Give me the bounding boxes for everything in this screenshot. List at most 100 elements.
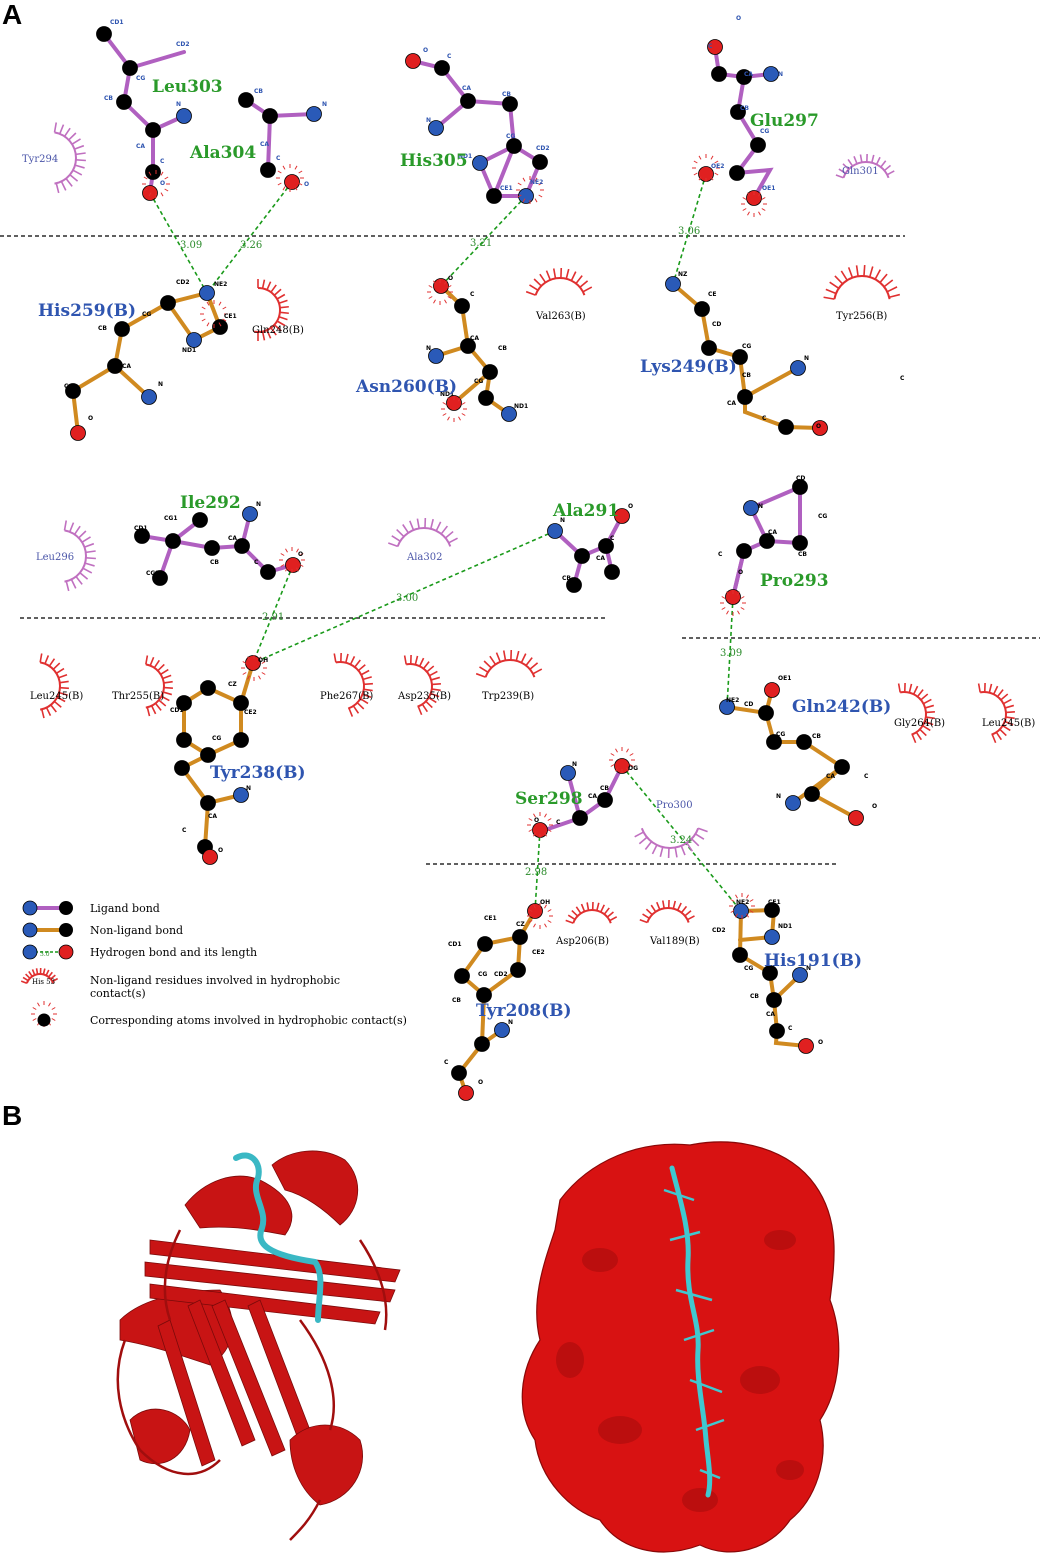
svg-text:O: O — [628, 503, 633, 510]
hydrophobic-lash — [431, 688, 441, 692]
hydrophobic-lash — [444, 280, 447, 285]
hydrophobic-lash — [461, 413, 466, 416]
svg-text:N: N — [256, 501, 261, 508]
svg-text:ND1: ND1 — [778, 923, 792, 930]
hydrophobic-lash — [726, 610, 729, 615]
hydrophobic-lash — [1003, 698, 1012, 705]
hydrophobic-lash — [746, 913, 749, 918]
hydrophobic-lash — [247, 675, 250, 680]
hydrophobic-lash — [65, 581, 70, 592]
svg-text:NE2: NE2 — [530, 179, 543, 186]
hydrophobic-lash — [746, 894, 749, 899]
hydrophobic-lash — [529, 284, 539, 291]
hydrophobic-lash — [650, 904, 657, 913]
hydrophobic-lash — [825, 288, 837, 295]
hydrophobic-lash — [853, 156, 858, 165]
svg-text:CD1: CD1 — [134, 525, 148, 532]
hydrophobic-lash — [428, 696, 437, 704]
hydrophobic-lash — [977, 683, 981, 693]
hydrophobic-lash — [567, 914, 576, 921]
svg-text:CB: CB — [742, 372, 751, 379]
svg-text:ND1: ND1 — [182, 347, 196, 354]
atoms — [65, 26, 864, 1101]
svg-text:contact(s): contact(s) — [90, 987, 146, 1000]
hydrophobic-lash — [533, 813, 536, 818]
hydrophobic-lash — [391, 535, 401, 542]
hydrophobic-lash — [714, 160, 719, 164]
hydrophobic-lash — [273, 288, 282, 296]
hydrophobic-lash — [874, 269, 882, 280]
hydrophobic-lash — [278, 299, 288, 304]
legend-nonligand-bond: Non-ligand bond — [90, 924, 183, 937]
hydrophobic-arc — [145, 663, 165, 709]
hydrophobic-lash — [517, 194, 522, 198]
hydrophobic-lash — [279, 311, 289, 315]
hydrophobic-lash — [164, 176, 169, 180]
hydrophobic-lash — [356, 702, 365, 710]
hydrophobic-lash — [924, 720, 934, 726]
hydrophobic-lash — [47, 971, 53, 978]
hydrophobic-lash — [285, 567, 288, 572]
hydrophobic-lash — [440, 525, 449, 535]
svg-text:Tyr256(B): Tyr256(B) — [836, 311, 887, 322]
svg-text:CD1: CD1 — [110, 19, 124, 26]
hydrophobic-lash — [886, 286, 898, 293]
hydrophobic-lash — [742, 197, 747, 200]
hydrophobic-arc — [406, 663, 433, 708]
svg-text:O: O — [448, 275, 453, 282]
hydrophobic-lash — [539, 273, 547, 283]
hydrophobic-lash — [749, 910, 754, 913]
svg-text:O: O — [160, 180, 165, 187]
hydrophobic-lash — [20, 980, 28, 984]
hydrophobic-lash — [698, 176, 702, 181]
hydrophobic-lash — [396, 529, 405, 538]
svg-text:N: N — [778, 71, 783, 78]
hydrophobic-lash — [644, 841, 653, 851]
svg-text:3.21: 3.21 — [470, 238, 492, 249]
hydrophobic-lash — [349, 655, 356, 665]
hydrophobic-lash — [85, 557, 96, 560]
svg-text:O: O — [736, 15, 741, 22]
hydrophobic-lash — [333, 653, 337, 663]
hydrophobic-lash — [58, 124, 65, 135]
hydrophobic-lash — [242, 672, 247, 675]
hydrophobic-lash — [544, 923, 547, 928]
hydrophobic-lash — [615, 748, 618, 753]
hydrophobic-arc — [25, 973, 55, 984]
peptide-sticks — [669, 1165, 713, 1498]
hydrophobic-lash — [916, 689, 924, 698]
hydrophobic-lash — [547, 818, 552, 821]
svg-text:CA: CA — [470, 335, 479, 342]
svg-text:CG: CG — [776, 731, 785, 738]
hydrophobic-lash — [533, 904, 536, 909]
hydrophobic-lash — [461, 402, 466, 405]
hydrophobic-lash — [42, 968, 46, 975]
hydrophobic-lash — [298, 170, 303, 174]
svg-text:CA: CA — [826, 773, 835, 780]
residue-asn260b: Asn260(B) — [355, 377, 457, 397]
hydrophobic-lash — [710, 155, 714, 160]
hydrophobic-lash — [691, 838, 700, 847]
residue-his259b: His259(B) — [38, 301, 136, 321]
hydrophobic-lash — [1000, 693, 1009, 701]
hydrophobic-lash — [847, 267, 854, 278]
svg-text:CD2: CD2 — [712, 927, 726, 934]
svg-text:N: N — [560, 517, 565, 524]
hydrophobic-lash — [270, 327, 277, 336]
hydrophobic-arc — [900, 691, 927, 736]
hydrophobic-lash — [74, 144, 85, 150]
svg-text:3.0: 3.0 — [40, 951, 50, 958]
svg-text:CD2: CD2 — [176, 41, 190, 48]
svg-text:N: N — [322, 101, 327, 108]
hydrophobic-lash — [863, 265, 866, 277]
hydrophobic-lash — [1005, 716, 1015, 720]
hydrophobic-lash — [75, 159, 86, 162]
hydrophobic-lash — [294, 165, 298, 170]
hydrophobic-lash — [912, 685, 919, 695]
hydrophobic-lash — [71, 138, 81, 145]
hydrophobic-lash — [363, 682, 373, 686]
hydrophobic-lash — [842, 163, 850, 170]
hydrophobic-lash — [502, 650, 507, 661]
hydrophobic-lash — [348, 707, 354, 717]
svg-text:O: O — [423, 47, 428, 54]
